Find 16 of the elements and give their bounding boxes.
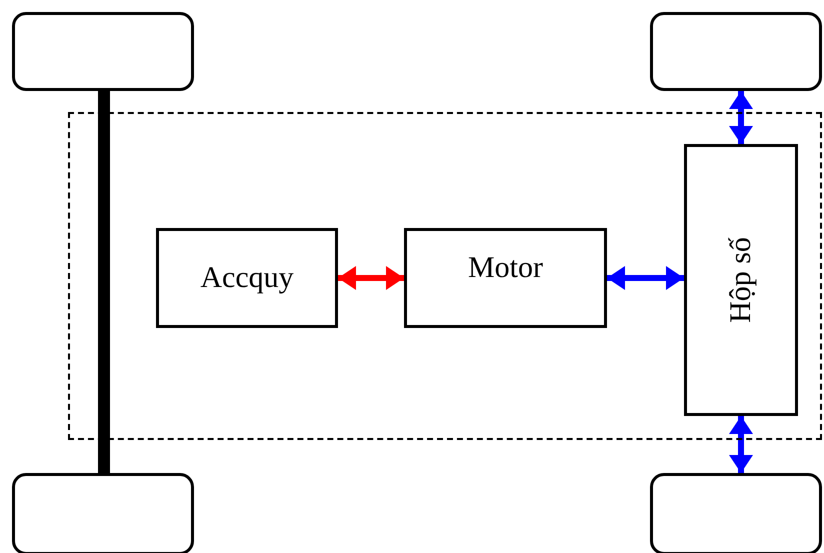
box-label: Accquy bbox=[200, 261, 294, 295]
component-box bbox=[156, 228, 338, 328]
dashed-frame bbox=[68, 112, 822, 440]
wheel-box bbox=[12, 12, 194, 91]
box-label: Motor bbox=[468, 251, 543, 285]
wheel-box bbox=[650, 473, 822, 553]
double-arrow bbox=[338, 266, 404, 290]
axle-line bbox=[98, 91, 110, 473]
double-arrow bbox=[607, 266, 684, 290]
box-label: Hộp số bbox=[724, 237, 758, 323]
wheel-box bbox=[650, 12, 822, 91]
component-box bbox=[684, 144, 798, 416]
wheel-box bbox=[12, 473, 194, 553]
double-arrow bbox=[729, 416, 753, 473]
component-box bbox=[404, 228, 607, 328]
double-arrow bbox=[729, 91, 753, 144]
